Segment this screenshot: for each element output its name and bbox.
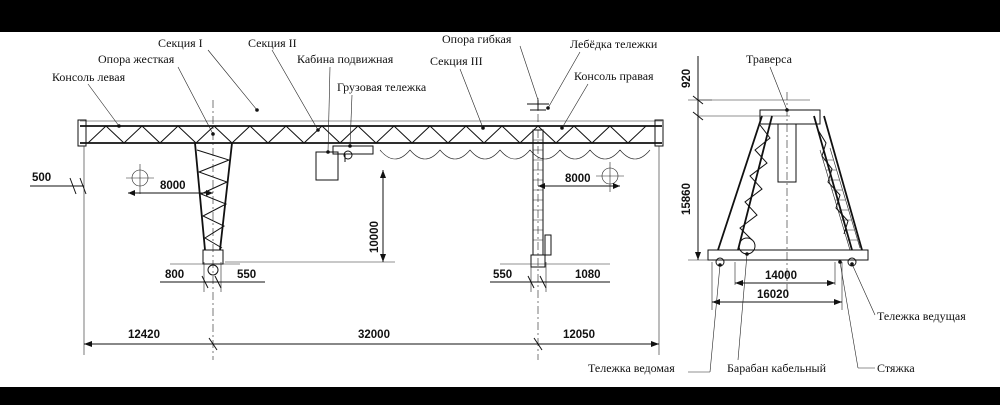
label-traversa: Траверса — [746, 52, 793, 66]
flexible-leg-strut — [544, 234, 552, 256]
dim-500: 500 — [32, 172, 51, 184]
dim-1080: 1080 — [575, 269, 601, 281]
gantry-side-view — [688, 92, 869, 310]
dim-12050: 12050 — [563, 329, 595, 341]
label-sektsiya-1: Секция I — [158, 36, 203, 50]
side-left-leg — [717, 115, 773, 251]
cable-festoon — [379, 149, 651, 160]
dim-15860: 15860 — [681, 183, 693, 215]
crosshair-left — [126, 164, 154, 194]
side-wheel-right — [847, 257, 857, 267]
dim-550-right: 550 — [493, 269, 512, 281]
label-gruzovaya: Грузовая тележка — [337, 80, 427, 94]
rigid-leg-bracing — [196, 149, 231, 249]
cargo-trolley — [332, 145, 374, 162]
dim-8000-right: 8000 — [565, 173, 591, 185]
dim-550-left: 550 — [237, 269, 256, 281]
label-sektsiya-2: Секция II — [248, 36, 297, 50]
side-right-bracing — [817, 129, 849, 235]
crosshair-right — [596, 162, 624, 192]
dim-800: 800 — [165, 269, 184, 281]
label-telezhka-vedushchaya: Тележка ведущая — [877, 309, 966, 323]
label-opora-gibkaya: Опора гибкая — [442, 32, 512, 46]
label-opora-zhestkaya: Опора жесткая — [98, 52, 175, 66]
label-konsol-levaya: Консоль левая — [52, 70, 126, 84]
dim-14000: 14000 — [765, 270, 797, 282]
gantry-front-view — [77, 98, 664, 360]
side-traverse-box — [759, 109, 821, 125]
dim-12420: 12420 — [128, 329, 160, 341]
label-baraban: Барабан кабельный — [727, 361, 827, 375]
front-labels: Секция I Секция II Опора гибкая Лебёдка … — [52, 32, 658, 154]
side-cable-drum — [738, 237, 756, 255]
dim-32000: 32000 — [358, 329, 390, 341]
winch — [527, 100, 549, 111]
dim-16020: 16020 — [757, 289, 789, 301]
side-bottom-beam — [707, 249, 869, 261]
label-styazhka: Стяжка — [877, 361, 915, 375]
left-end-cap — [77, 119, 87, 147]
dim-10000: 10000 — [369, 221, 381, 253]
truss-web — [87, 125, 647, 144]
dim-920: 920 — [681, 69, 693, 88]
movable-cabin — [315, 151, 339, 181]
label-sektsiya-3: Секция III — [430, 54, 483, 68]
side-dimensions: 920 15860 14000 16020 — [681, 56, 842, 305]
rigid-leg — [194, 142, 233, 251]
side-left-bracing — [739, 124, 771, 241]
trolley-hook — [343, 150, 353, 160]
side-ladder — [819, 147, 861, 251]
front-dimensions: 500 8000 8000 10000 800 550 550 1080 — [30, 170, 659, 351]
side-labels: Траверса Тележка ведущая Тележка ведомая… — [588, 52, 966, 375]
label-lebedka: Лебёдка тележки — [570, 37, 658, 51]
dim-8000-left: 8000 — [160, 180, 186, 192]
drawing-sheet — [0, 32, 1000, 387]
label-telezhka-vedomaya: Тележка ведомая — [588, 361, 675, 375]
label-kabina: Кабина подвижная — [297, 52, 394, 66]
label-konsol-pravaya: Консоль правая — [574, 69, 654, 83]
